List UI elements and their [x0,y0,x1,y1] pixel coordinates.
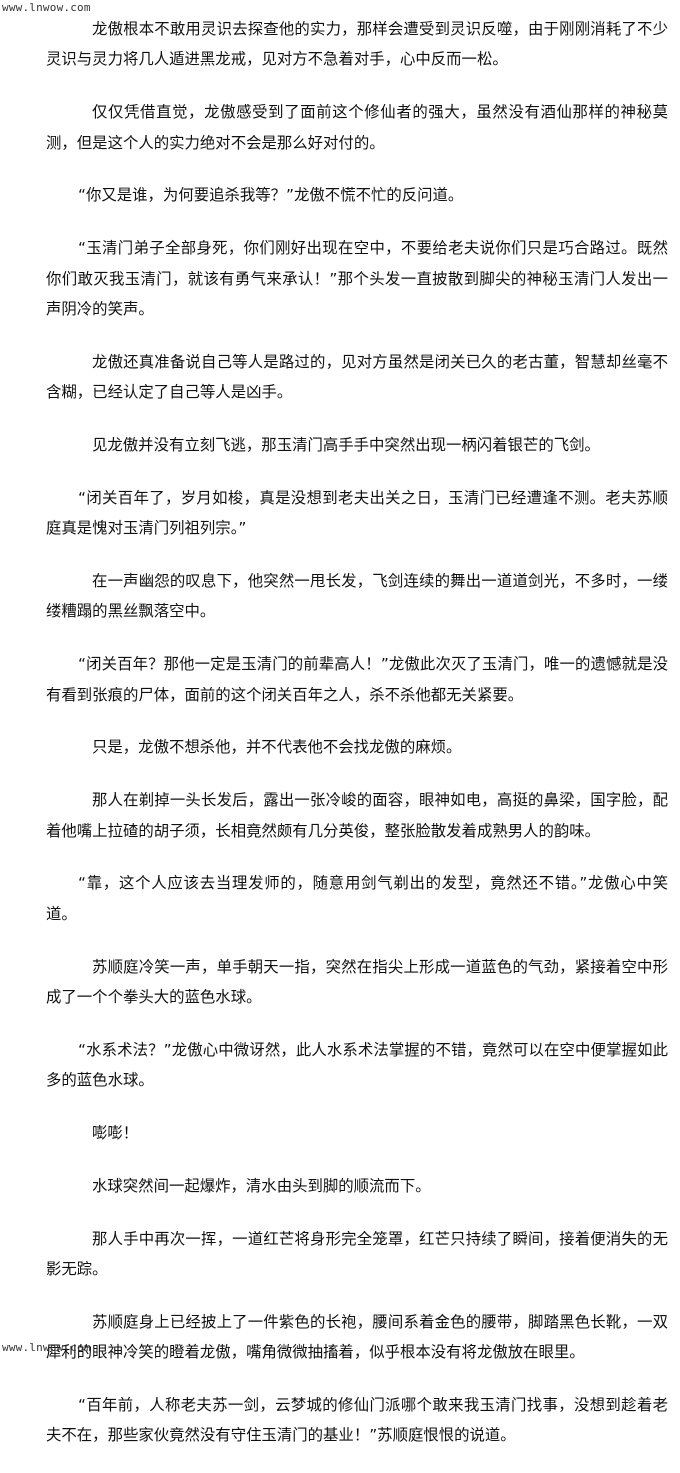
paragraph: 龙傲还真准备说自己等人是路过的，见对方虽然是闭关已久的老古董，智慧却丝毫不含糊，… [46,352,668,402]
watermark-bottom: www.lnwow.com [2,1341,91,1354]
paragraph: 嘭嘭！ [92,1124,139,1143]
paragraph: 在一声幽怨的叹息下，他突然一甩长发，飞剑连续的舞出一道道剑光，不多时，一缕缕糟蹋… [46,572,668,621]
article-body: 龙傲根本不敢用灵识去探查他的实力，那样会遭受到灵识反噬，由于刚刚消耗了不少灵识与… [0,14,680,1473]
paragraph: “闭关百年了，岁月如梭，真是没想到老夫出关之日，玉清门已经遭逢不测。老夫苏顺庭真… [46,488,668,538]
paragraph: 仅仅凭借直觉，龙傲感受到了面前这个修仙者的强大，虽然没有酒仙那样的神秘莫测，但是… [46,103,668,152]
paragraph: “闭关百年？那他一定是玉清门的前辈高人！”龙傲此次灭了玉清门，唯一的遗憾就是没有… [46,655,668,704]
paragraph: “靠，这个人应该去当理发师的，随意用剑气剃出的发型，竟然还不错。”龙傲心中笑道。 [46,874,668,923]
paragraph: “玉清门弟子全部身死，你们刚好出现在空中，不要给老夫说你们只是巧合路过。既然你们… [46,239,668,319]
watermark-top: www.lnwow.com [2,1,91,14]
paragraph: 苏顺庭冷笑一声，单手朝天一指，突然在指尖上形成一道蓝色的气劲，紧接着空中形成了一… [46,957,668,1007]
paragraph: “百年前，人称老夫苏一剑，云梦城的修仙门派哪个敢来我玉清门找事，没想到趁着老夫不… [46,1396,668,1445]
paragraph: 见龙傲并没有立刻飞逃，那玉清门高手手中突然出现一柄闪着银芒的飞剑。 [92,436,600,455]
paragraph: 龙傲根本不敢用灵识去探查他的实力，那样会遭受到灵识反噬，由于刚刚消耗了不少灵识与… [46,20,668,69]
paragraph: 那人手中再次一挥，一道红芒将身形完全笼罩，红芒只持续了瞬间，接着便消失的无影无踪… [46,1229,668,1279]
paragraph: 那人在剃掉一头长发后，露出一张冷峻的面容，眼神如电，高挺的鼻梁，国字脸，配着他嘴… [46,791,668,840]
paragraph: 苏顺庭身上已经披上了一件紫色的长袍，腰间系着金色的腰带，脚踏黑色长靴，一双犀利的… [46,1312,668,1362]
paragraph: “水系术法？”龙傲心中微讶然，此人水系术法掌握的不错，竟然可以在空中便掌握如此多… [46,1040,668,1090]
paragraph: 只是，龙傲不想杀他，并不代表他不会找龙傲的麻烦。 [92,738,462,757]
paragraph: 水球突然间一起爆炸，清水由头到脚的顺流而下。 [92,1176,431,1195]
paragraph: “你又是谁，为何要追杀我等？”龙傲不慌不忙的反问道。 [78,186,464,205]
